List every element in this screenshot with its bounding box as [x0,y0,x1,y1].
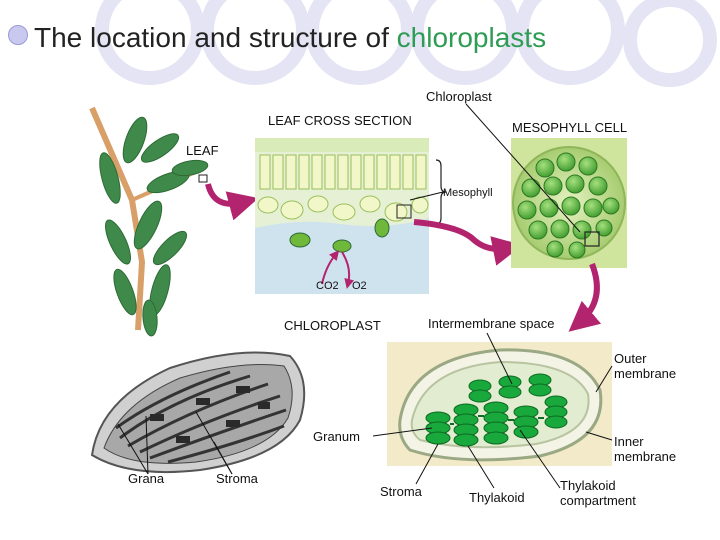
title-accent: chloroplasts [396,22,547,53]
chloroplast-micrograph-illustration [90,351,306,474]
title-bullet-icon [8,25,28,45]
arrow-cell-to-chloroplast [568,262,602,332]
label-inner-membrane: Inner membrane [614,434,677,464]
label-intermembrane-space: Intermembrane space [428,316,555,331]
label-thylakoid-compartment: Thylakoid compartment [560,478,636,508]
label-outer-membrane: Outer membrane [614,351,677,381]
leaf-sprig-illustration [89,106,209,337]
title-prefix: The location and structure of [34,22,397,53]
label-granum: Granum [313,429,360,444]
label-mesophyll-cell: MESOPHYLL CELL [512,120,628,135]
label-grana: Grana [128,471,165,486]
arrow-cross-section-to-cell [413,219,523,266]
label-co2: CO2 [316,280,339,292]
label-leaf: LEAF [186,143,219,158]
label-stroma-left: Stroma [216,471,258,486]
label-chloroplast-caps: CHLOROPLAST [284,318,381,333]
slide-title: The location and structure of chloroplas… [8,22,546,54]
leader-lines [117,103,613,489]
leaf-cross-section-illustration [255,138,429,294]
arrow-leaf-to-cross-section [205,183,259,221]
label-leaf-cross-section: LEAF CROSS SECTION [268,113,412,128]
mesophyll-bracket [435,159,447,225]
label-mesophyll: Mesophyll [443,187,493,199]
label-o2: O2 [352,280,367,292]
label-stroma-right: Stroma [380,484,422,499]
mesophyll-cell-illustration [511,138,627,268]
label-thylakoid: Thylakoid [469,490,525,505]
chloroplast-cutaway-illustration [387,342,612,466]
label-chloroplast-top: Chloroplast [426,89,492,104]
